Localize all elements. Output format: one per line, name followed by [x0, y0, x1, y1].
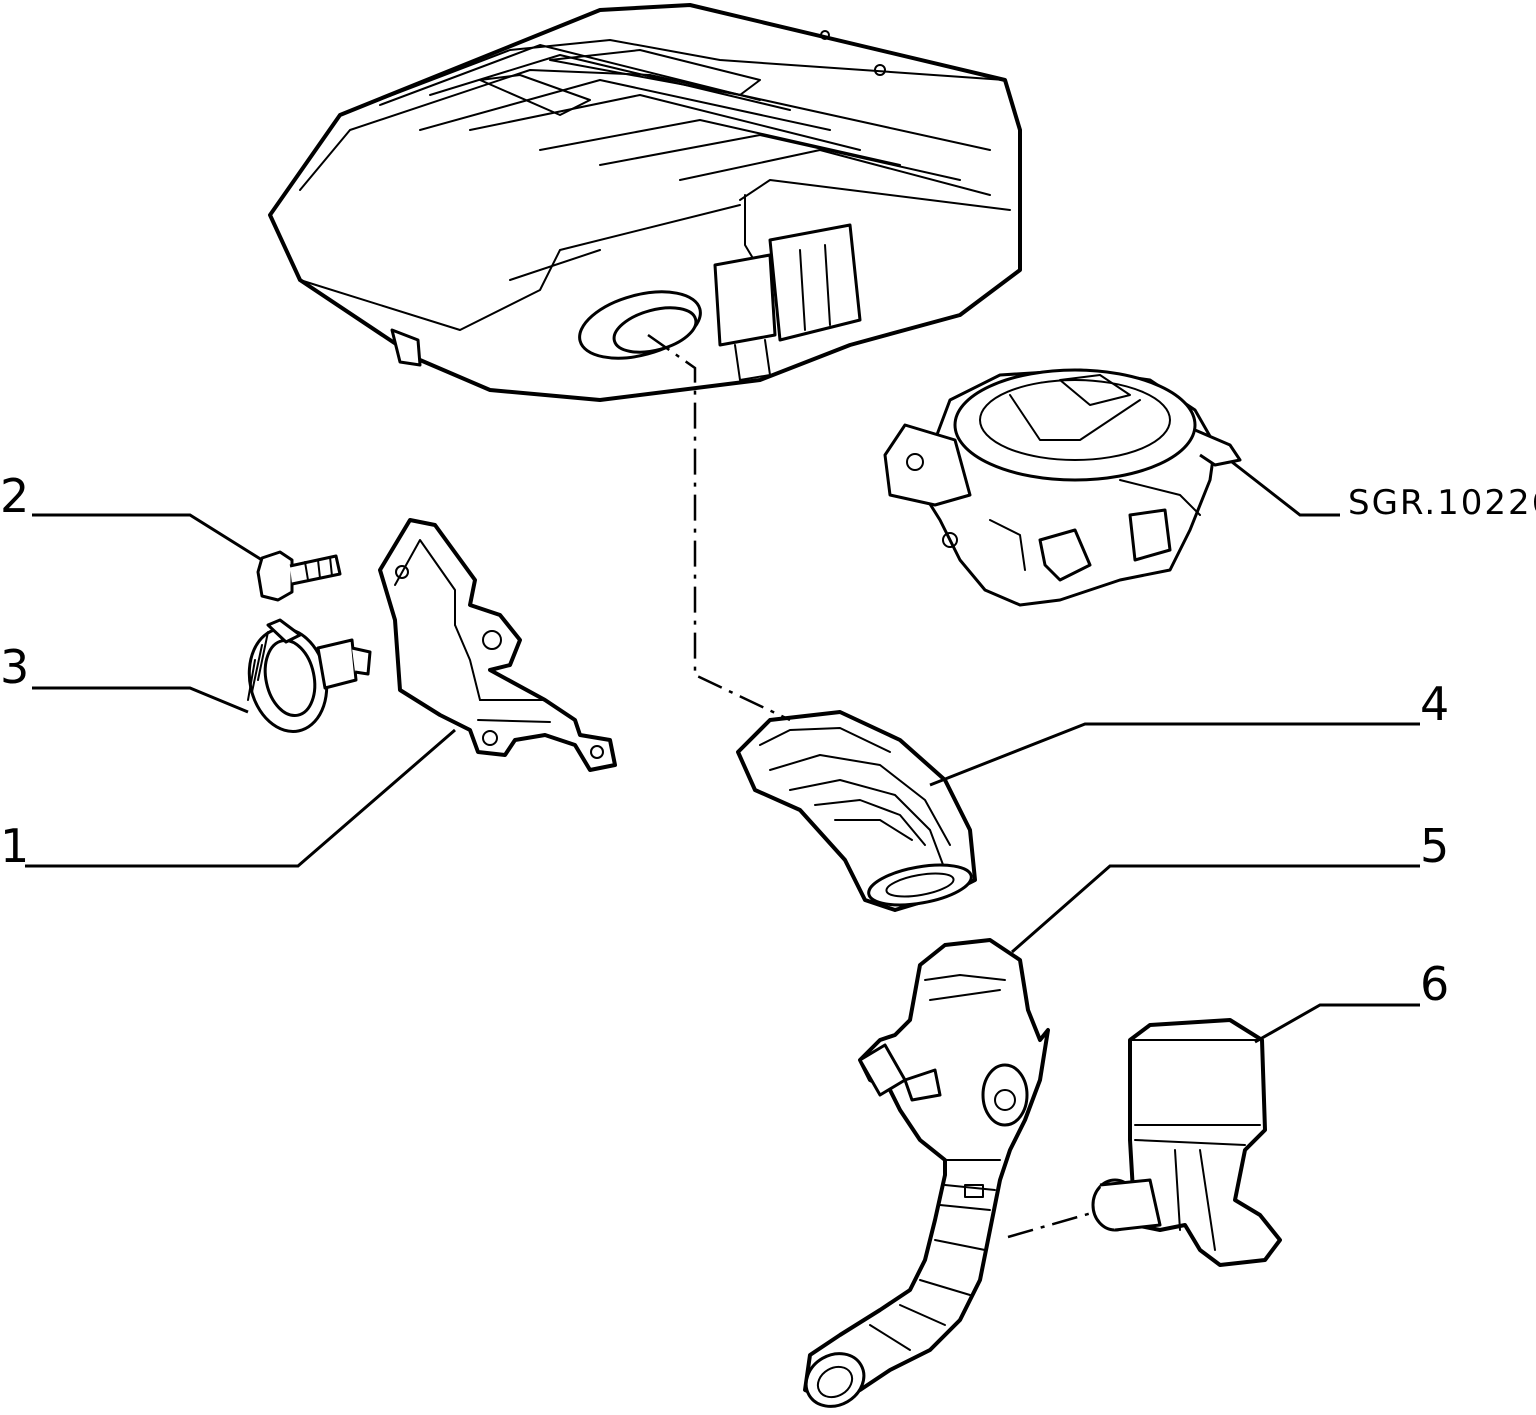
part-3-hose-clamp	[247, 618, 372, 733]
part-4-hose	[736, 710, 977, 912]
callout-2: 2	[0, 469, 29, 523]
callout-1: 1	[0, 819, 29, 873]
leader-6	[1254, 1003, 1420, 1044]
part-2-bolt	[256, 550, 342, 602]
callout-5: 5	[1420, 819, 1449, 873]
leader-2	[32, 513, 263, 562]
part-1-bracket	[378, 518, 617, 772]
connection-line-duct-to-resonator	[1007, 1210, 1096, 1239]
leader-4	[929, 722, 1420, 787]
part-6-resonator	[1091, 1018, 1282, 1267]
callout-6: 6	[1420, 957, 1449, 1011]
reference-leader	[1231, 460, 1340, 517]
connection-line-filter-to-hose	[647, 333, 791, 722]
leader-3	[32, 686, 249, 714]
leader-5	[1011, 864, 1420, 954]
leader-1	[25, 728, 456, 868]
air-filter-housing	[268, 3, 1022, 402]
callout-3: 3	[0, 640, 29, 694]
part-5-intake-duct	[803, 938, 1050, 1408]
callout-4: 4	[1420, 677, 1449, 731]
throttle-body	[883, 368, 1242, 607]
reference-code: SGR.10226	[1348, 483, 1536, 523]
